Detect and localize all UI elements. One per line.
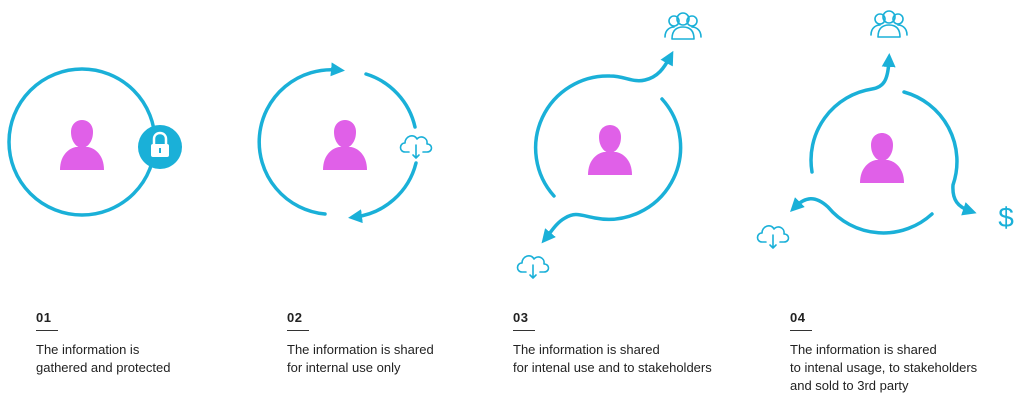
panel-2-graphic: [257, 62, 433, 224]
step-2: 02 The information is shared for interna…: [287, 310, 434, 377]
dollar-icon: $: [998, 202, 1014, 233]
person-icon: [323, 120, 367, 170]
step-number: 02: [287, 310, 303, 325]
step-number: 01: [36, 310, 52, 325]
panel-1-graphic: [7, 67, 182, 217]
step-description: The information is shared to intenal usa…: [790, 342, 978, 393]
person-icon: [60, 120, 104, 170]
lock-icon: [138, 125, 182, 169]
arrow-to-cloud: [541, 97, 683, 244]
divider: [287, 330, 309, 331]
arrow-to-money: [902, 90, 977, 216]
divider: [790, 330, 812, 331]
arrow-to-stakeholders: [809, 53, 896, 174]
cloud-download-icon: [516, 254, 550, 279]
step-1: 01 The information is gathered and prote…: [36, 310, 170, 377]
panel-3-graphic: [516, 12, 702, 279]
step-4: 04 The information is shared to intenal …: [790, 310, 977, 395]
cloud-download-icon: [399, 134, 433, 159]
person-icon: [860, 133, 904, 183]
cycle-arc-top-right: [364, 72, 417, 129]
arrow-to-cloud: [790, 197, 934, 235]
step-description: The information is shared for intenal us…: [513, 342, 712, 375]
cycle-arrow-left: [257, 62, 345, 216]
person-icon: [588, 125, 632, 175]
step-description: The information is gathered and protecte…: [36, 342, 171, 375]
group-icon: [664, 12, 702, 40]
arrow-to-stakeholders: [533, 50, 674, 198]
step-number: 03: [513, 310, 529, 325]
panel-4-graphic: $: [756, 10, 1014, 249]
step-description: The information is shared for internal u…: [287, 342, 434, 375]
group-icon: [870, 10, 908, 38]
cycle-arrow-bottom-right: [348, 161, 418, 224]
step-number: 04: [790, 310, 806, 325]
cloud-download-icon: [756, 224, 790, 249]
step-3: 03 The information is shared for intenal…: [513, 310, 712, 377]
divider: [36, 330, 58, 331]
divider: [513, 330, 535, 331]
